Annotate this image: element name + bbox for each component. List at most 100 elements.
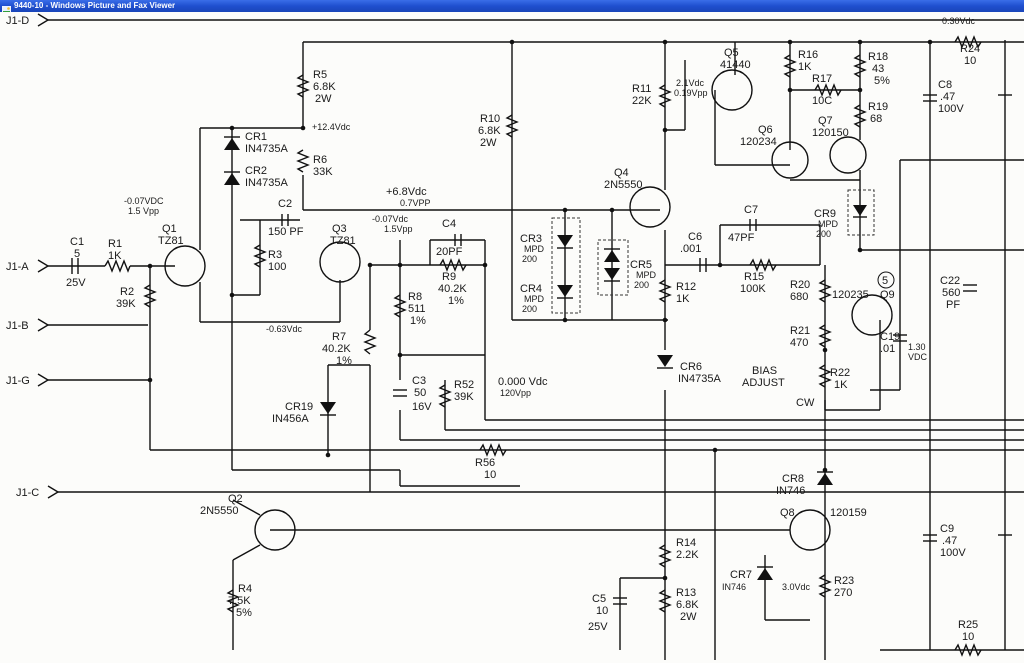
label-cr7-part: IN746 xyxy=(722,582,746,592)
schematic-image: J1-D J1-A J1-B J1-G J1-C C1 5 25V R1 1K … xyxy=(0,12,1024,663)
label-c7-name: C7 xyxy=(744,204,758,216)
label-r3-name: R3 xyxy=(268,249,282,261)
diodes xyxy=(224,136,875,580)
label-cr6-name: CR6 xyxy=(680,361,702,373)
label-bias-cw: CW xyxy=(796,397,815,409)
label-c2-value: 150 PF xyxy=(268,226,304,238)
picture-viewer-icon xyxy=(1,2,12,15)
image-viewer-canvas[interactable]: J1-D J1-A J1-B J1-G J1-C C1 5 25V R1 1K … xyxy=(0,12,1024,663)
label-c5-name: C5 xyxy=(592,593,606,605)
label-r13-name: R13 xyxy=(676,587,696,599)
label-r10-power: 2W xyxy=(480,137,497,149)
label-c6-value: .001 xyxy=(680,243,701,255)
label-c4-name: C4 xyxy=(442,218,456,230)
label-cr4-num: 200 xyxy=(522,304,537,314)
label-r4-tol: 5% xyxy=(236,607,252,619)
label-c22-unit: PF xyxy=(946,299,960,311)
title-bar: 9440-10 - Windows Picture and Fax Viewer xyxy=(0,0,1024,15)
label-q6-name: Q6 xyxy=(758,124,773,136)
label-r19-value: 68 xyxy=(870,113,882,125)
annot-30v: 3.0Vdc xyxy=(782,582,811,592)
label-c8-name: C8 xyxy=(938,79,952,91)
label-cr19-name: CR19 xyxy=(285,401,313,413)
junction-dots xyxy=(147,39,933,581)
label-r8-tol: 1% xyxy=(410,315,426,327)
label-r52-value: 39K xyxy=(454,391,474,403)
label-bias-adjust: ADJUST xyxy=(742,377,785,389)
annot-063v: -0.63Vdc xyxy=(266,324,303,334)
label-r7-value: 40.2K xyxy=(322,343,351,355)
label-q9-note: 5 xyxy=(882,275,888,287)
label-r17-value: 10C xyxy=(812,95,832,107)
annot-21v-pp: 0.19Vpp xyxy=(674,88,708,98)
label-r1-name: R1 xyxy=(108,238,122,250)
annot-q3-dc: -0.07Vdc xyxy=(372,214,409,224)
label-r56-name: R56 xyxy=(475,457,495,469)
label-r12-name: R12 xyxy=(676,281,696,293)
label-r13-value: 6.8K xyxy=(676,599,699,611)
label-r14-value: 2.2K xyxy=(676,549,699,561)
annot-000v: 0.000 Vdc xyxy=(498,376,548,388)
label-cr1-part: IN4735A xyxy=(245,143,288,155)
label-r7-tol: 1% xyxy=(336,355,352,367)
label-cr6-part: IN4735A xyxy=(678,373,721,385)
transistors xyxy=(164,69,893,551)
label-c3-voltage: 16V xyxy=(412,401,432,413)
capacitors xyxy=(71,94,1012,605)
label-q2-name: Q2 xyxy=(228,493,243,505)
connector-j1g: J1-G xyxy=(6,375,30,387)
label-q7-name: Q7 xyxy=(818,115,833,127)
label-c8-voltage: 100V xyxy=(938,103,964,115)
label-c1-value: 5 xyxy=(74,248,80,260)
label-q2-type: 2N5550 xyxy=(200,505,239,517)
label-r20-value: 680 xyxy=(790,291,808,303)
label-r5-power: 2W xyxy=(315,93,332,105)
label-bias: BIAS xyxy=(752,365,777,377)
label-r13-power: 2W xyxy=(680,611,697,623)
label-c7-value: 47PF xyxy=(728,232,755,244)
label-r1-value: 1K xyxy=(108,250,122,262)
label-cr5-type: MPD xyxy=(636,270,657,280)
annot-130v-unit: VDC xyxy=(908,352,928,362)
label-cr5-name: CR5 xyxy=(630,259,652,271)
label-q3-type: TZ81 xyxy=(330,235,356,247)
label-cr5-num: 200 xyxy=(634,280,649,290)
label-cr9-name: CR9 xyxy=(814,208,836,220)
label-cr8-part: IN746 xyxy=(776,485,805,497)
label-r18-tol: 5% xyxy=(874,75,890,87)
label-r6-value: 33K xyxy=(313,166,333,178)
label-q4-name: Q4 xyxy=(614,167,629,179)
label-r4-name: R4 xyxy=(238,583,252,595)
label-r14-name: R14 xyxy=(676,537,696,549)
wiring xyxy=(48,19,1024,660)
label-r12-value: 1K xyxy=(676,293,690,305)
label-r21-value: 470 xyxy=(790,337,808,349)
annot-030v: 0.30Vdc xyxy=(942,16,976,26)
label-q7-type: 120150 xyxy=(812,127,849,139)
label-c9-name: C9 xyxy=(940,523,954,535)
label-q5-name: Q5 xyxy=(724,47,739,59)
label-cr2-part: IN4735A xyxy=(245,177,288,189)
label-r52-name: R52 xyxy=(454,379,474,391)
label-q9-type: 120235 xyxy=(832,289,869,301)
label-r18-value: 43 xyxy=(872,63,884,75)
label-q8-name: Q8 xyxy=(780,507,795,519)
label-r5-value: 6.8K xyxy=(313,81,336,93)
label-c1-name: C1 xyxy=(70,236,84,248)
label-r7-name: R7 xyxy=(332,331,346,343)
resistors xyxy=(104,35,982,657)
label-cr8-name: CR8 xyxy=(782,473,804,485)
label-cr9-num: 200 xyxy=(816,229,831,239)
label-r10-value: 6.8K xyxy=(478,125,501,137)
label-c5-voltage: 25V xyxy=(588,621,608,633)
label-q6-type: 120234 xyxy=(740,136,777,148)
label-r22-name: R22 xyxy=(830,367,850,379)
annot-68v-pp: 0.7VPP xyxy=(400,198,431,208)
label-r10-name: R10 xyxy=(480,113,500,125)
label-cr1-name: CR1 xyxy=(245,131,267,143)
label-cr3-type: MPD xyxy=(524,244,545,254)
label-cr2-name: CR2 xyxy=(245,165,267,177)
label-r15-name: R15 xyxy=(744,271,764,283)
label-q1-type: TZ81 xyxy=(158,235,184,247)
annot-12v: +12.4Vdc xyxy=(312,122,351,132)
